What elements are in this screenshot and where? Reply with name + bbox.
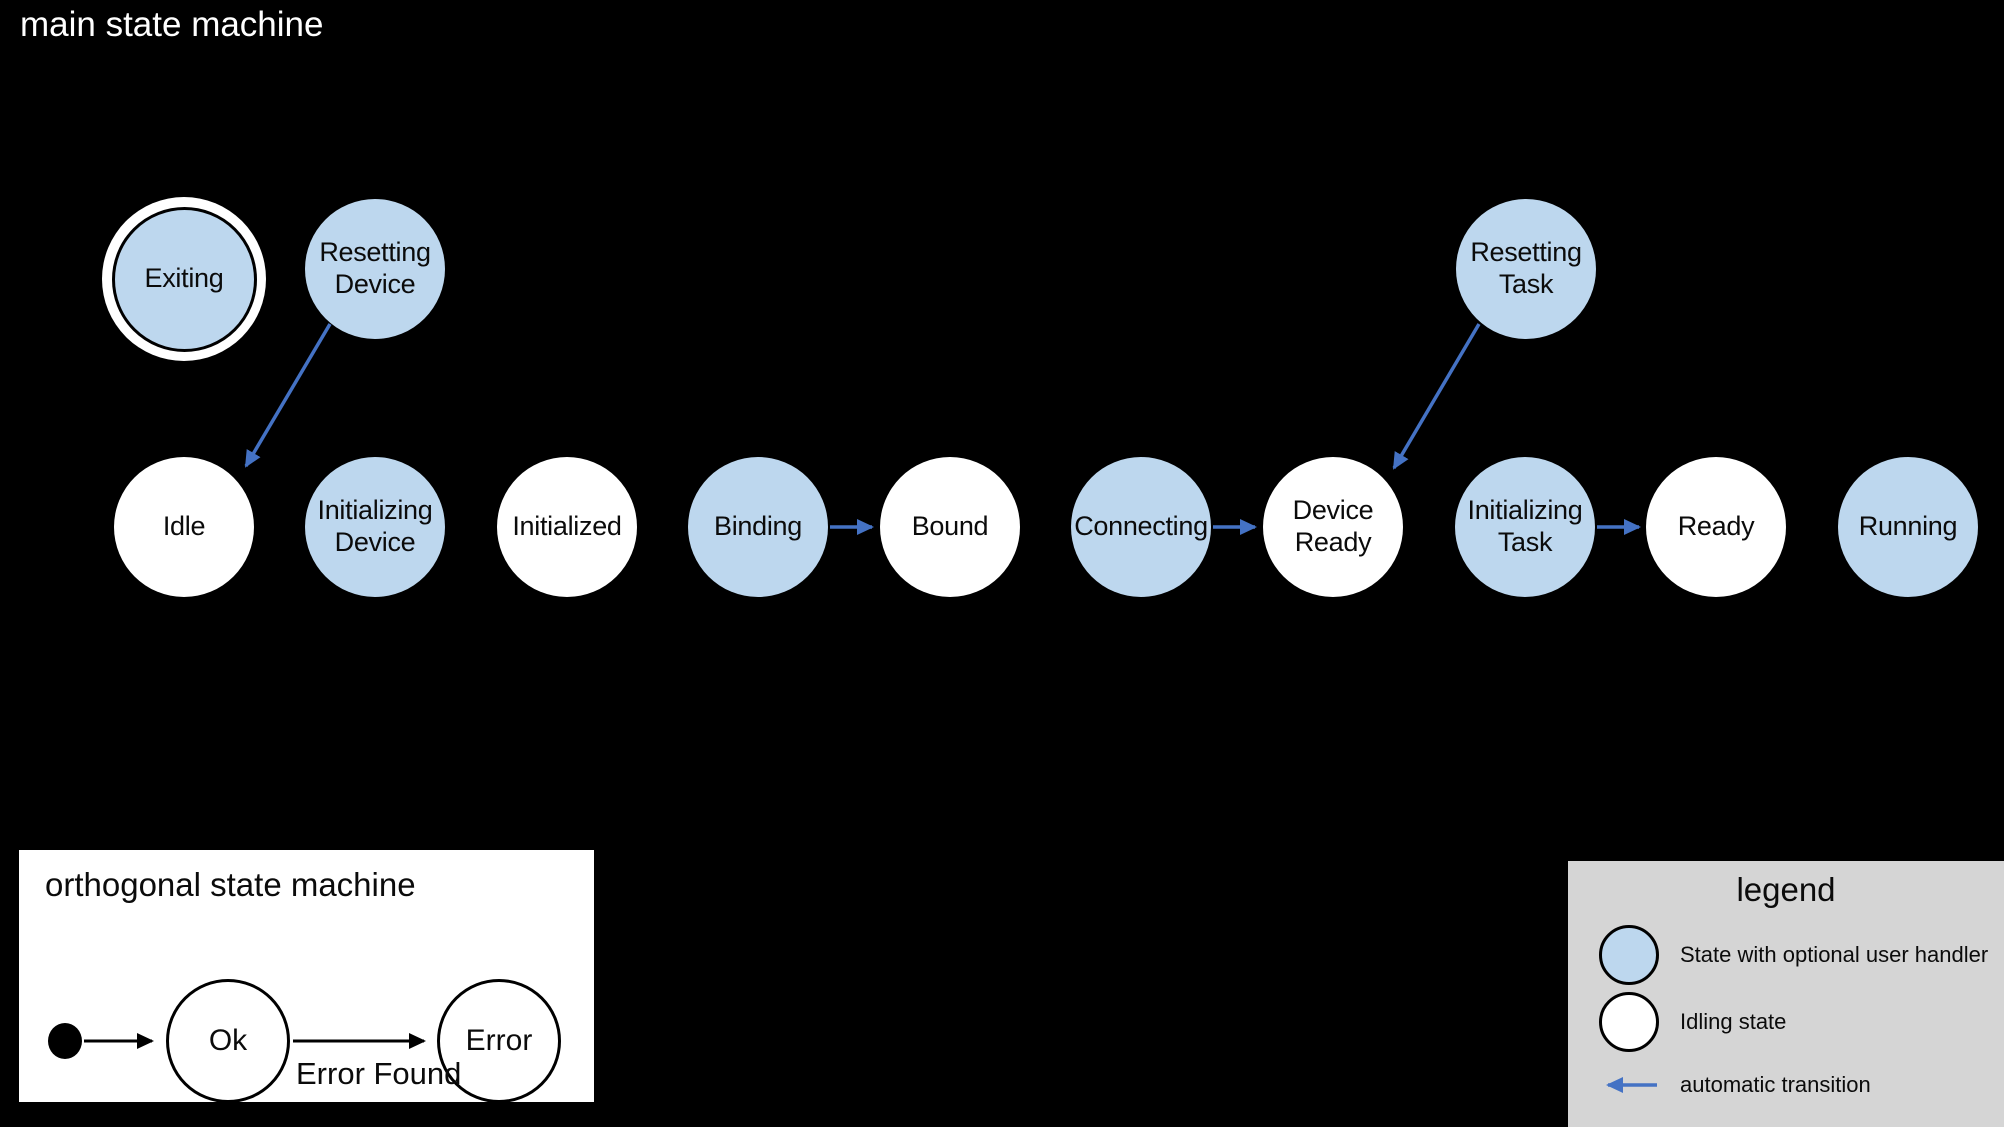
legend-automatic-transition-label: automatic transition bbox=[1680, 1072, 1871, 1097]
state-ready-label: Ready bbox=[1677, 511, 1755, 542]
legend-idling-state-label: Idling state bbox=[1680, 1009, 1787, 1034]
state-initialized: Initialized bbox=[497, 457, 637, 597]
state-binding-label: Binding bbox=[714, 511, 802, 542]
legend-handler-state-circle bbox=[1599, 925, 1659, 985]
state-initialized-label: Initialized bbox=[512, 511, 622, 542]
state-exiting-inner-circle: Exiting bbox=[111, 206, 257, 352]
initial-state-dot bbox=[48, 1023, 82, 1059]
state-resetting-task: Resetting Task bbox=[1456, 199, 1596, 339]
state-connecting: Connecting bbox=[1071, 457, 1211, 597]
orthogonal-state-machine-title: orthogonal state machine bbox=[45, 866, 416, 903]
state-resetting-device-label: Resetting Device bbox=[319, 237, 431, 299]
state-ready: Ready bbox=[1646, 457, 1786, 597]
state-exiting-label: Exiting bbox=[144, 263, 224, 294]
legend-handler-state-label: State with optional user handler bbox=[1680, 942, 1989, 967]
state-idle-label: Idle bbox=[162, 511, 206, 542]
main-state-machine-title: main state machine bbox=[20, 5, 324, 44]
state-error-label: Error bbox=[465, 1024, 533, 1057]
transition-label-error-found: Error Found bbox=[296, 1056, 462, 1091]
transition-resetting-task-to-device-ready bbox=[1392, 323, 1481, 470]
state-bound-label: Bound bbox=[911, 511, 989, 542]
state-running-label: Running bbox=[1858, 511, 1958, 542]
state-resetting-device: Resetting Device bbox=[305, 199, 445, 339]
state-device-ready: Device Ready bbox=[1263, 457, 1403, 597]
legend-idling-state-circle bbox=[1599, 992, 1659, 1052]
transition-resetting-device-to-idle bbox=[244, 323, 332, 468]
state-initializing-task: Initializing Task bbox=[1455, 457, 1595, 597]
state-ok: Ok bbox=[166, 979, 290, 1103]
state-resetting-task-label: Resetting Task bbox=[1470, 237, 1582, 299]
state-bound: Bound bbox=[880, 457, 1020, 597]
state-idle: Idle bbox=[114, 457, 254, 597]
state-running: Running bbox=[1838, 457, 1978, 597]
legend-title: legend bbox=[1736, 871, 1836, 908]
state-error: Error bbox=[437, 979, 561, 1103]
state-ok-label: Ok bbox=[208, 1024, 248, 1057]
state-initializing-device: Initializing Device bbox=[305, 457, 445, 597]
state-exiting: Exiting bbox=[102, 197, 266, 361]
state-initializing-device-label: Initializing Device bbox=[317, 495, 433, 557]
state-device-ready-label: Device Ready bbox=[1292, 495, 1374, 557]
state-connecting-label: Connecting bbox=[1074, 511, 1208, 542]
state-binding: Binding bbox=[688, 457, 828, 597]
state-initializing-task-label: Initializing Task bbox=[1467, 495, 1583, 557]
